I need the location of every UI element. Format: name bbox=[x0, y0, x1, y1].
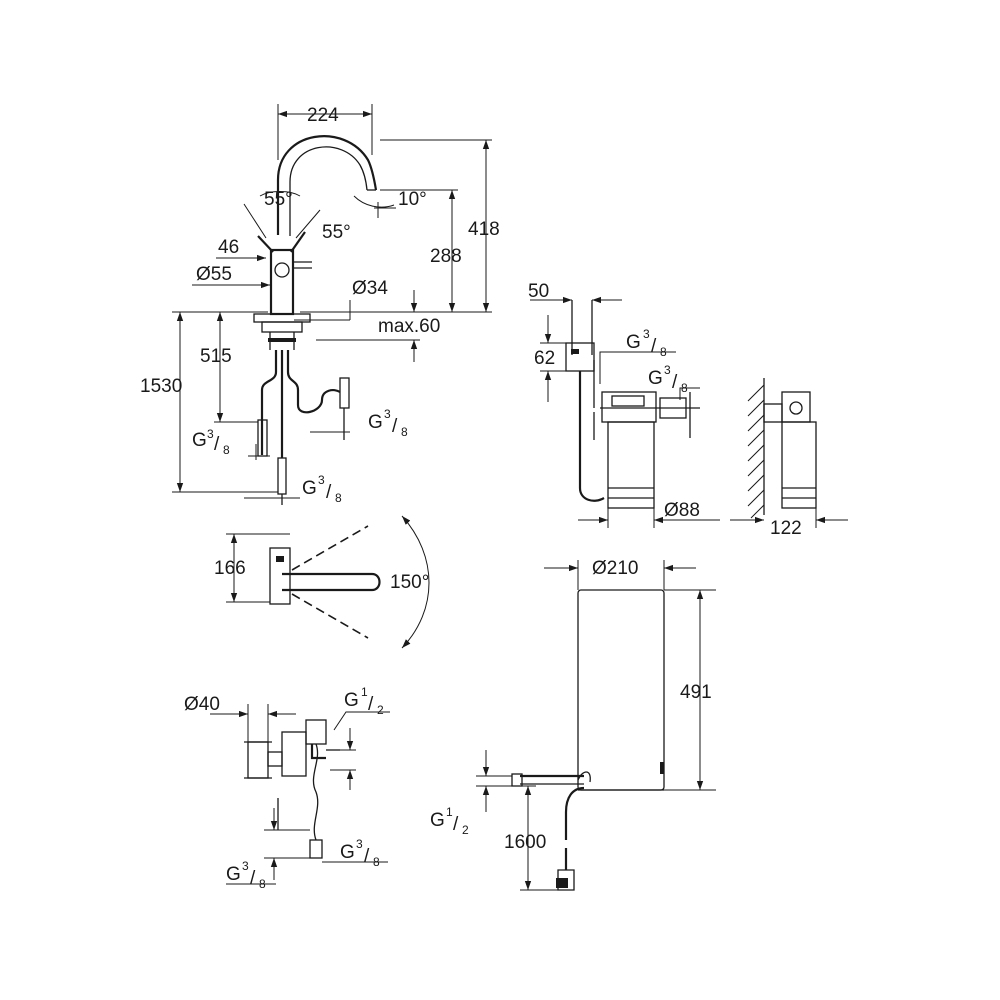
power-cable bbox=[564, 786, 585, 840]
swivel-top-view: 150° 166 bbox=[214, 515, 430, 649]
dim-cable-length: 1600 bbox=[504, 832, 546, 853]
dim-filter-head-height: 62 bbox=[534, 348, 555, 369]
filter-side-view: 122 bbox=[730, 378, 848, 539]
filter-unit bbox=[565, 300, 700, 509]
thread-label-three: 3 bbox=[207, 427, 214, 441]
thread-label-slash: / bbox=[250, 868, 256, 889]
thread-label-slash: / bbox=[453, 814, 459, 835]
thread-label-g: G bbox=[302, 478, 317, 499]
dim-spout-height: 288 bbox=[430, 246, 462, 267]
dim-body-diameter: Ø55 bbox=[196, 264, 232, 285]
faucet-body bbox=[269, 248, 295, 316]
dim-filter-width: 50 bbox=[528, 281, 549, 302]
valve-box bbox=[281, 731, 307, 777]
thread-label-one: 1 bbox=[446, 805, 453, 819]
thread-label-slash: / bbox=[392, 416, 398, 437]
dim-filter-diameter: Ø88 bbox=[664, 500, 700, 521]
dim-supply-length: 515 bbox=[200, 346, 232, 367]
faucet-spout bbox=[276, 135, 378, 235]
thread-label-eight: 8 bbox=[223, 443, 230, 457]
thread-label-two: 2 bbox=[377, 703, 384, 717]
dim-swivel-angle: 150° bbox=[390, 572, 429, 593]
thread-label-three: 3 bbox=[242, 859, 249, 873]
filter-cartridge bbox=[607, 421, 655, 509]
thread-label-slash: / bbox=[651, 336, 657, 357]
dim-spout-depth: 166 bbox=[214, 558, 246, 579]
thread-label-eight: 8 bbox=[373, 855, 380, 869]
dim-handle-angle-right: 55° bbox=[322, 222, 351, 243]
thread-label-three: 3 bbox=[356, 837, 363, 851]
dim-boiler-diameter: Ø210 bbox=[592, 558, 638, 579]
thread-label-slash: / bbox=[672, 372, 678, 393]
thread-label-three: 3 bbox=[318, 473, 325, 487]
dim-hose-length: 1530 bbox=[140, 376, 182, 397]
thread-label-g: G bbox=[226, 864, 241, 885]
dim-wall-clearance: 122 bbox=[770, 518, 802, 539]
thread-label-eight: 8 bbox=[660, 345, 667, 359]
thread-label-slash: / bbox=[368, 694, 374, 715]
thread-label-g: G bbox=[340, 842, 355, 863]
dim-boiler-height: 491 bbox=[680, 682, 712, 703]
thread-label-two: 2 bbox=[462, 823, 469, 837]
filter-flow-sensor bbox=[565, 342, 595, 372]
dim-handle-angle-left: 55° bbox=[264, 189, 293, 210]
dim-mount-hole: Ø34 bbox=[352, 278, 388, 299]
thread-label-eight: 8 bbox=[401, 425, 408, 439]
filter-side-cartridge bbox=[781, 421, 817, 509]
thread-label-slash: / bbox=[326, 482, 332, 503]
spout-top-view bbox=[282, 572, 381, 592]
thread-label-g: G bbox=[648, 368, 663, 389]
faucet-dimensions: 224 418 288 55° 55° 10° 46 Ø55 Ø34 max.6… bbox=[140, 104, 500, 505]
dim-max-deck: max.60 bbox=[378, 316, 440, 337]
thread-label-one: 1 bbox=[361, 685, 368, 699]
thread-label-three: 3 bbox=[384, 407, 391, 421]
boiler-unit: Ø210 491 G 1 / 2 1600 bbox=[430, 558, 716, 891]
thread-label-g: G bbox=[344, 690, 359, 711]
dim-spout-reach: 224 bbox=[307, 105, 339, 126]
thread-label-eight: 8 bbox=[259, 877, 266, 891]
faucet-lever-right bbox=[290, 231, 306, 253]
thread-label-slash: / bbox=[364, 846, 370, 867]
thread-label-three: 3 bbox=[664, 363, 671, 377]
dim-valve-diameter: Ø40 bbox=[184, 694, 220, 715]
thread-label-g: G bbox=[192, 430, 207, 451]
thread-label-g: G bbox=[368, 412, 383, 433]
dim-total-height: 418 bbox=[468, 219, 500, 240]
angle-valve: Ø40 G 1 / 2 G 3 / 8 G 3 / 8 bbox=[184, 685, 390, 891]
power-plug bbox=[556, 878, 568, 888]
thread-label-g: G bbox=[430, 810, 445, 831]
thread-label-slash: / bbox=[214, 434, 220, 455]
thread-label-three: 3 bbox=[643, 327, 650, 341]
faucet-lever-left bbox=[257, 235, 274, 253]
thread-label-eight: 8 bbox=[681, 381, 688, 395]
thread-label-g: G bbox=[626, 332, 641, 353]
dim-lever-offset: 46 bbox=[218, 237, 239, 258]
thread-label-eight: 8 bbox=[335, 491, 342, 505]
filter-dimensions: 50 62 G 3 / 8 G 3 / 8 Ø88 bbox=[528, 281, 720, 528]
dim-spout-tilt: 10° bbox=[398, 189, 427, 210]
boiler-tank bbox=[577, 589, 665, 791]
faucet-front-view bbox=[253, 135, 378, 505]
